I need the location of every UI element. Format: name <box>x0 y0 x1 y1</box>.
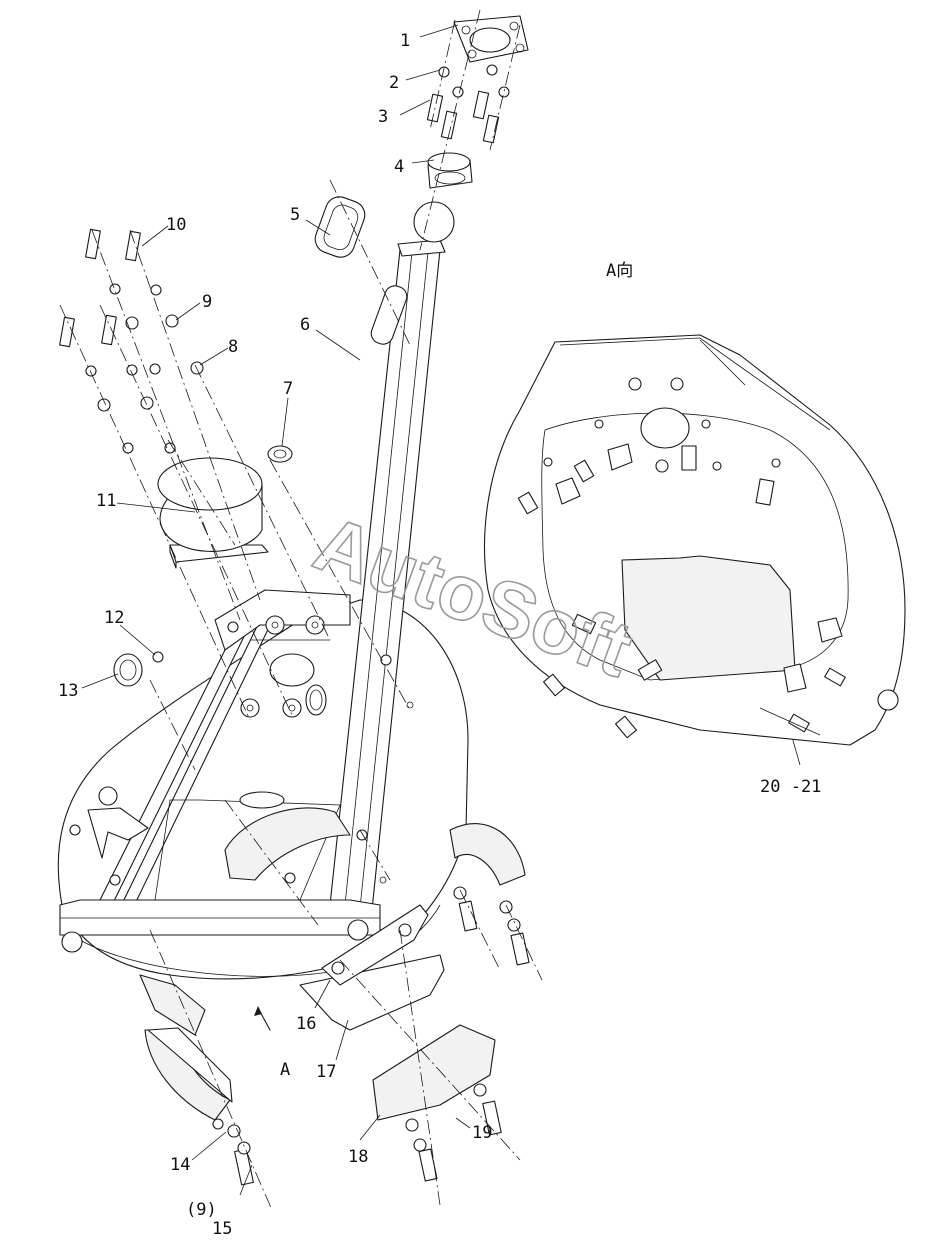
washer-set-2 <box>438 64 510 98</box>
bushing-4 <box>427 152 473 189</box>
motor-housing <box>157 457 269 569</box>
grommet-7 <box>267 445 293 463</box>
callout-19: 19 <box>472 1123 492 1143</box>
callout-11: 11 <box>96 491 116 511</box>
callout-10: 10 <box>166 215 186 235</box>
callout-2: 2 <box>389 73 399 93</box>
callout-9-paren: (9) <box>186 1200 217 1220</box>
view-arrow-a-label: A <box>280 1060 290 1080</box>
callout-1: 1 <box>400 31 410 51</box>
callout-3: 3 <box>378 107 388 127</box>
callout-16: 16 <box>296 1014 316 1034</box>
view-a-plate <box>484 334 906 746</box>
lower-bolts <box>331 886 530 1182</box>
plate-fasteners <box>69 615 414 886</box>
leader-lines <box>81 24 801 1196</box>
view-a-fittings <box>517 377 899 739</box>
grommet-13 <box>113 653 143 687</box>
assembly-center-lines <box>59 9 543 1211</box>
callout-18: 18 <box>348 1147 368 1167</box>
cross-beam <box>59 899 381 936</box>
callout-12: 12 <box>104 608 124 628</box>
bolt-stack-left <box>59 228 204 663</box>
callout-9: 9 <box>202 292 212 312</box>
callout-13: 13 <box>58 681 78 701</box>
callout-17: 17 <box>316 1062 336 1082</box>
column-slot <box>370 285 408 345</box>
oval-cover <box>314 196 366 258</box>
lower-pad-left <box>139 974 254 1186</box>
callout-5: 5 <box>290 205 300 225</box>
main-column <box>329 239 446 911</box>
corner-balls <box>61 201 455 953</box>
left-bracket <box>87 807 149 859</box>
callout-labels: 1 2 3 4 5 6 7 8 9 10 11 12 13 14 (9) 15 … <box>58 31 821 1239</box>
inner-tray <box>154 799 341 901</box>
callout-4: 4 <box>394 157 404 177</box>
callout-20-21: 20 -21 <box>760 777 821 797</box>
lower-pad-right <box>299 823 526 1121</box>
top-flange <box>453 15 529 63</box>
view-arrow-a <box>254 1006 271 1031</box>
callout-6: 6 <box>300 315 310 335</box>
callout-15: 15 <box>212 1219 232 1239</box>
callout-8: 8 <box>228 337 238 357</box>
grommet-plate <box>305 684 327 716</box>
view-a-title: A向 <box>606 261 633 281</box>
round-cover <box>269 653 315 687</box>
callout-14: 14 <box>170 1155 190 1175</box>
stud-set-3 <box>426 90 500 144</box>
callout-7: 7 <box>283 379 293 399</box>
bearing-housing <box>224 791 351 881</box>
